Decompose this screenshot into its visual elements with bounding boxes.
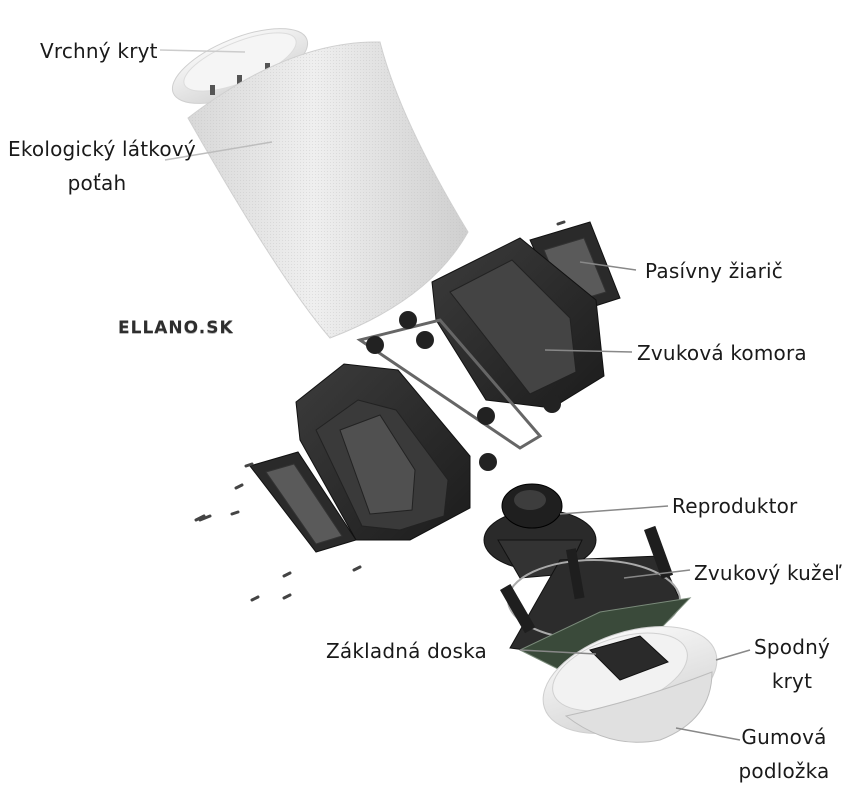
label-bottom-cover: Spodný kryt (752, 634, 832, 694)
label-sound-cone: Zvukový kužeľ (694, 560, 842, 586)
label-bottom-cover-line1: Spodný (752, 634, 832, 660)
label-fabric-cover: Ekologický látkový poťah (8, 136, 186, 196)
label-sound-chamber: Zvuková komora (637, 340, 807, 366)
label-bottom-cover-line2: kryt (752, 668, 832, 694)
label-fabric-cover-line2: poťah (8, 170, 186, 196)
ellano-logo: ELLANO.SK (118, 318, 234, 338)
label-rubber-pad-line1: Gumová (736, 724, 832, 750)
label-top-cover: Vrchný kryt (40, 38, 158, 64)
label-rubber-pad: Gumová podložka (736, 724, 832, 784)
label-fabric-cover-line1: Ekologický látkový (8, 136, 186, 162)
label-main-board: Základná doska (326, 638, 487, 664)
label-passive-radiator: Pasívny žiarič (645, 258, 783, 284)
label-speaker: Reproduktor (672, 493, 797, 519)
label-rubber-pad-line2: podložka (736, 758, 832, 784)
